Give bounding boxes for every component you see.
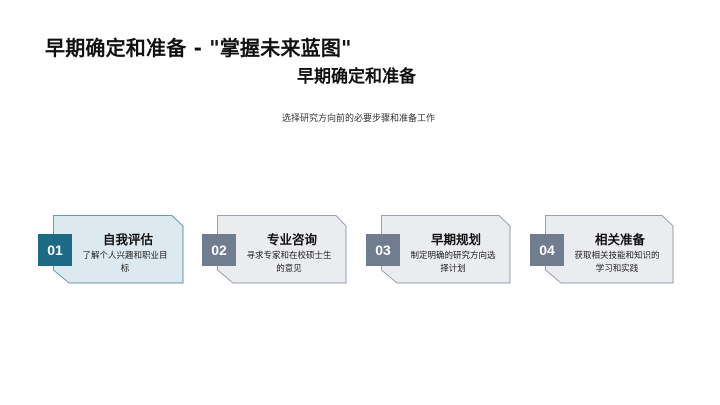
card-shape — [545, 215, 674, 284]
step-description-line: 了解个人兴趣和职业目 — [82, 251, 168, 261]
step-description: 寻求专家和在校硕士生 的意见 — [237, 250, 341, 276]
section-subtitle: 选择研究方向前的必要步骤和准备工作 — [282, 114, 436, 124]
card-shape — [217, 215, 347, 284]
step-card-3: 03 早期规划 制定明确的研究方向选 择计划 — [366, 215, 511, 284]
step-description-line: 标 — [120, 264, 130, 274]
card-shape — [53, 215, 184, 284]
step-description-line: 寻求专家和在校硕士生 — [246, 251, 332, 261]
step-card-1: 01 自我评估 了解个人兴趣和职业目 标 — [38, 215, 184, 284]
step-card-4: 04 相关准备 获取相关技能和知识的 学习和实践 — [530, 215, 675, 284]
step-description: 获取相关技能和知识的 学习和实践 — [565, 250, 669, 276]
step-number: 04 — [530, 234, 564, 266]
slide-title: 早期确定和准备 - "掌握未来蓝图" — [45, 36, 352, 60]
card-shape — [381, 215, 511, 284]
section-heading: 早期确定和准备 — [297, 67, 416, 87]
step-description-line: 制定明确的研究方向选 — [410, 251, 496, 261]
step-description-line: 获取相关技能和知识的 — [574, 251, 660, 261]
step-title: 自我评估 — [102, 232, 153, 247]
step-description-line: 学习和实践 — [595, 264, 639, 274]
step-title: 专业咨询 — [266, 232, 317, 247]
step-number: 01 — [38, 234, 72, 266]
step-description-line: 的意见 — [276, 264, 302, 274]
step-card-2: 02 专业咨询 寻求专家和在校硕士生 的意见 — [202, 215, 347, 284]
step-description: 了解个人兴趣和职业目 标 — [73, 250, 177, 276]
step-title: 早期规划 — [430, 232, 481, 247]
step-description-line: 择计划 — [440, 264, 466, 274]
step-number: 03 — [366, 234, 400, 266]
step-description: 制定明确的研究方向选 择计划 — [401, 250, 505, 276]
step-title: 相关准备 — [594, 232, 645, 247]
step-number: 02 — [202, 234, 236, 266]
